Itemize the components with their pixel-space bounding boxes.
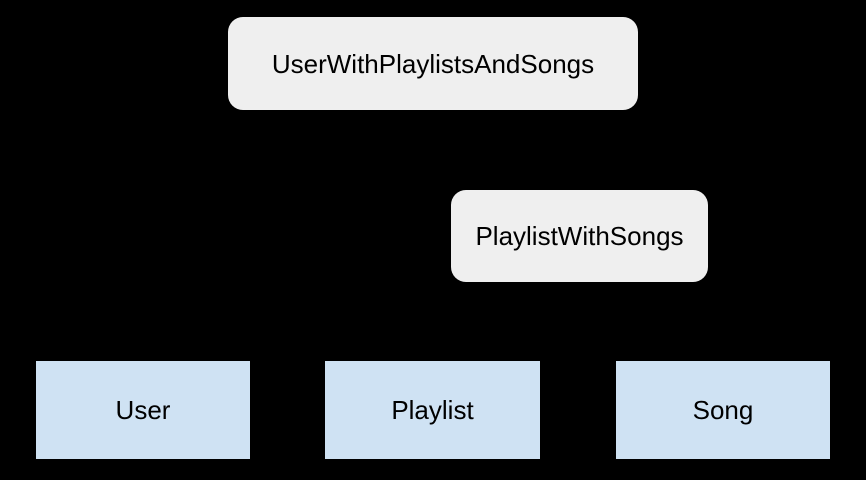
node-playlist-with-songs: PlaylistWithSongs (451, 190, 708, 282)
node-label-user: User (115, 395, 171, 425)
node-label-playlist: Playlist (391, 395, 474, 425)
node-song: Song (616, 361, 830, 459)
node-label-user-with-playlists-and-songs: UserWithPlaylistsAndSongs (271, 48, 595, 79)
node-user: User (36, 361, 250, 459)
node-label-song: Song (692, 395, 754, 425)
node-playlist: Playlist (325, 361, 540, 459)
node-user-with-playlists-and-songs: UserWithPlaylistsAndSongs (228, 17, 638, 110)
node-label-playlist-with-songs: PlaylistWithSongs (475, 221, 684, 251)
